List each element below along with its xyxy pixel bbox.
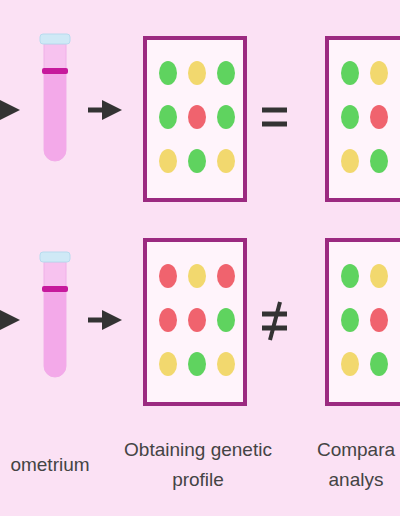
profile-panel <box>327 38 400 200</box>
test-tube <box>40 34 70 161</box>
arrow <box>0 108 10 113</box>
test-tube <box>40 252 70 377</box>
profile-panel <box>327 240 400 404</box>
step-label: ometrium <box>2 450 98 480</box>
profile-panel <box>145 38 245 200</box>
arrow <box>88 108 112 113</box>
arrow <box>88 318 112 323</box>
gene-dots <box>159 61 388 376</box>
equals-sign <box>262 110 287 124</box>
step-label: Obtaining genetic profile <box>118 435 278 495</box>
not-equals-sign <box>262 302 287 340</box>
profile-panel <box>145 240 245 404</box>
step-label: Compara analys <box>314 435 398 495</box>
arrow <box>0 318 10 323</box>
